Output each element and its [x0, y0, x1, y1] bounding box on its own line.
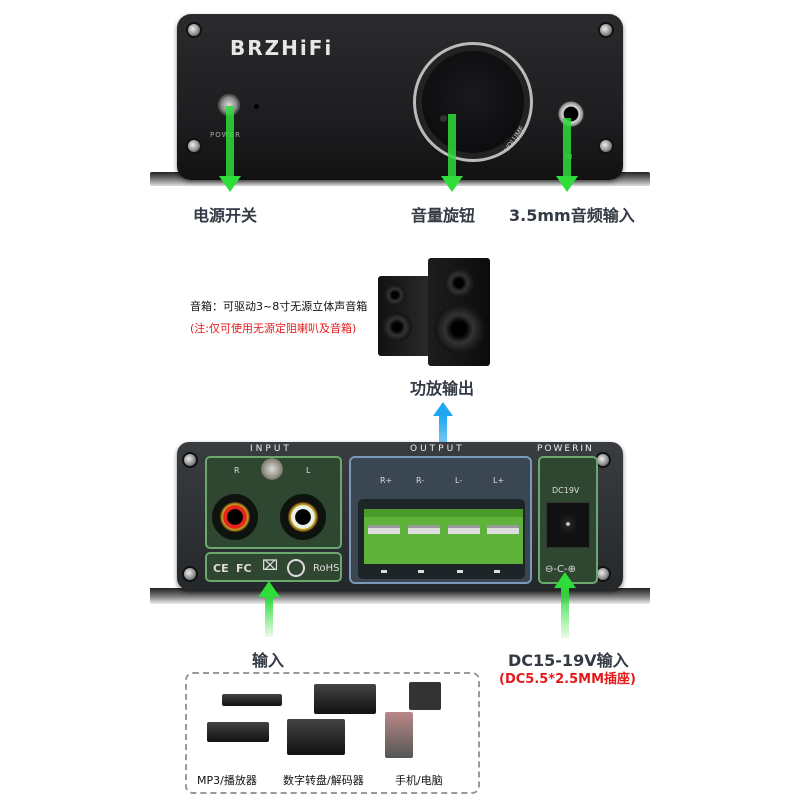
channel-l-label: L	[306, 466, 311, 475]
dac-image	[314, 684, 376, 714]
weee-icon: ⌧	[262, 558, 279, 574]
media-player-image	[222, 694, 282, 706]
arrow-volume	[448, 114, 456, 176]
input-devices-panel: MP3/播放器 数字转盘/解码器 手机/电脑	[185, 672, 480, 794]
recycle-icon	[287, 559, 305, 577]
terminal-marker	[494, 570, 500, 573]
screw-icon	[182, 452, 198, 468]
screw-icon	[598, 22, 614, 38]
callout-volume-knob: 音量旋钮	[411, 206, 476, 225]
arrow-up-icon	[258, 581, 280, 597]
arrow-down-icon	[219, 176, 241, 192]
bluray-player-image	[207, 722, 269, 742]
speaker-left	[378, 276, 430, 356]
arrow-up-icon	[433, 402, 453, 416]
back-shelf	[150, 588, 650, 604]
screw-icon	[186, 138, 202, 154]
callout-input: 输入	[252, 651, 285, 670]
terminal-label: R-	[416, 476, 425, 485]
ce-mark: CE	[213, 562, 229, 575]
arrow-down-icon	[441, 176, 463, 192]
arrow-power-in	[561, 588, 569, 638]
brand-logo: BRZHiFi	[230, 36, 334, 60]
dc-voltage-label: DC19V	[552, 486, 580, 495]
amplifier-front-panel	[177, 14, 623, 180]
arrow-output	[439, 416, 447, 464]
speaker-terminal-l-minus[interactable]	[444, 509, 484, 564]
speaker-terminal-l-plus[interactable]	[483, 509, 523, 564]
desktop-pc-image	[409, 682, 441, 710]
terminal-label: R+	[380, 476, 393, 485]
device-label: 数字转盘/解码器	[283, 774, 364, 787]
arrow-aux	[563, 118, 571, 176]
power-led	[254, 104, 259, 109]
ground-screw	[261, 458, 283, 480]
callout-aux-input: 3.5mm音频输入	[509, 206, 635, 225]
callout-power-note: (DC5.5*2.5MM插座)	[499, 672, 636, 687]
speaker-note: (注:仅可使用无源定阻喇叭及音箱)	[190, 322, 357, 335]
arrow-input	[265, 597, 273, 637]
channel-r-label: R	[234, 466, 240, 475]
arrow-up-icon	[554, 572, 576, 588]
terminal-label: L+	[493, 476, 505, 485]
terminal-marker	[381, 570, 387, 573]
powerin-title: POWERIN	[537, 444, 594, 454]
callout-power-in: DC15-19V输入	[508, 651, 629, 670]
input-title: INPUT	[250, 444, 292, 454]
power-label: POWER	[210, 131, 241, 139]
speaker-terminal-r-minus[interactable]	[404, 509, 444, 564]
rca-right-input[interactable]	[212, 494, 258, 540]
digital-turntable-image	[287, 719, 345, 755]
knob-indicator	[440, 115, 447, 122]
terminal-marker	[418, 570, 424, 573]
screw-icon	[182, 566, 198, 582]
rca-left-input[interactable]	[280, 494, 326, 540]
fcc-mark: FC	[236, 562, 252, 575]
speaker-right	[428, 258, 490, 366]
speaker-description: 音箱：可驱动3~8寸无源立体声音箱	[190, 300, 368, 313]
output-title: OUTPUT	[410, 444, 465, 454]
device-label: MP3/播放器	[197, 774, 257, 787]
phone-tablet-image	[385, 712, 413, 758]
dc-jack-hole	[556, 512, 580, 536]
volume-knob[interactable]	[413, 42, 533, 162]
terminal-marker	[457, 570, 463, 573]
aux-input-jack[interactable]	[557, 100, 585, 128]
polarity-icon: ⊖-C-⊕	[545, 564, 576, 575]
arrow-down-icon	[556, 176, 578, 192]
speaker-terminal-r-plus[interactable]	[364, 509, 404, 564]
rohs-mark: RoHS	[313, 563, 340, 574]
device-label: 手机/电脑	[395, 774, 443, 787]
callout-amp-output: 功放输出	[410, 379, 475, 398]
screw-icon	[598, 138, 614, 154]
callout-power-switch: 电源开关	[193, 206, 258, 225]
terminal-label: L-	[455, 476, 463, 485]
arrow-power	[226, 106, 234, 176]
screw-icon	[186, 22, 202, 38]
